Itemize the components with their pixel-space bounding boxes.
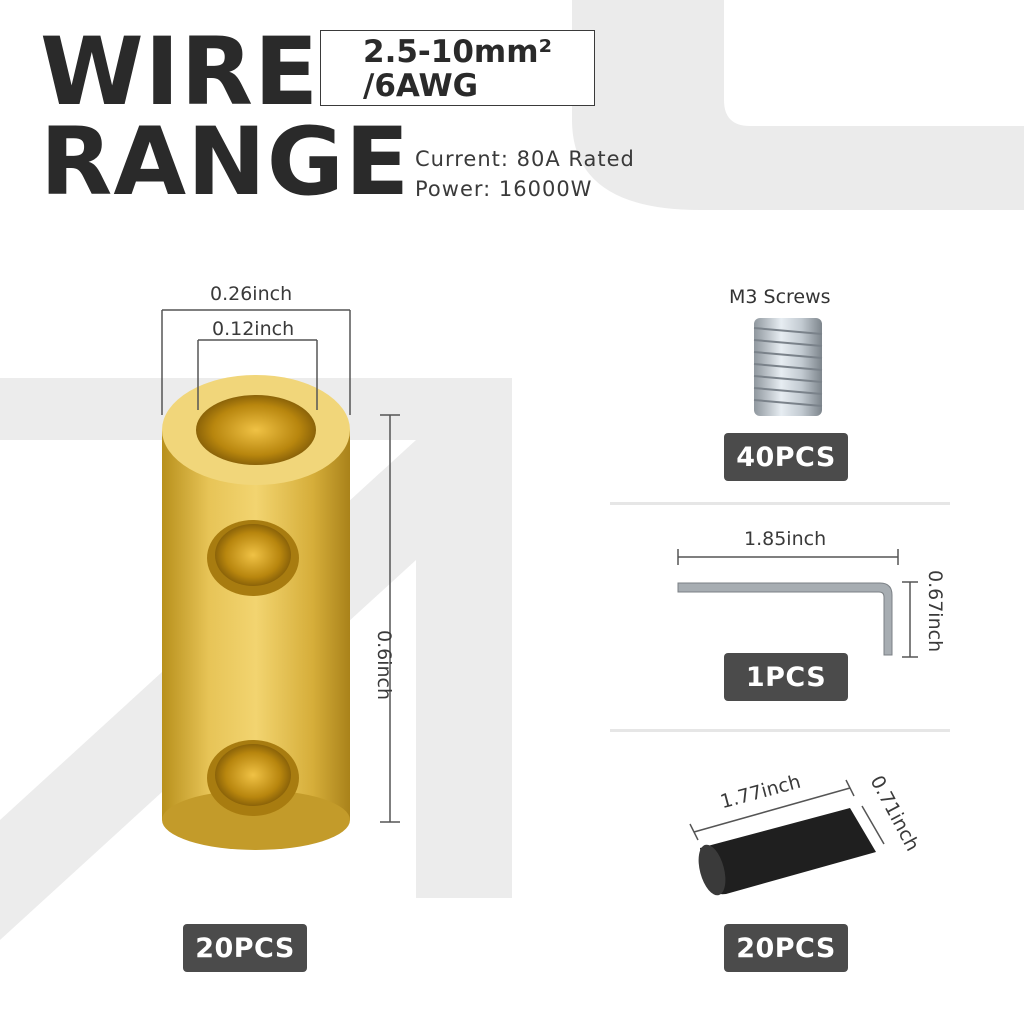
heat-shrink-quantity-badge: 20PCS (724, 924, 848, 972)
connector-length: 0.6inch (373, 630, 395, 701)
title-wire: WIRE (40, 18, 320, 127)
heat-shrink-tube-image (689, 779, 885, 896)
brass-connector-image (161, 309, 400, 850)
screws-quantity-badge: 40PCS (724, 433, 848, 481)
separator-2 (610, 729, 950, 732)
connector-outer-diameter: 0.26inch (210, 283, 293, 305)
separator-1 (610, 502, 950, 505)
hex-key-image (677, 549, 918, 658)
wire-spec-box: 2.5-10mm² /6AWG (320, 30, 595, 106)
wire-spec-mm: 2.5-10mm² (363, 34, 553, 70)
screw-image (753, 318, 823, 416)
hex-key-height: 0.67inch (924, 570, 946, 653)
hex-key-length: 1.85inch (744, 528, 827, 550)
power-rating: Power: 16000W (415, 177, 593, 201)
current-rating: Current: 80A Rated (415, 147, 635, 171)
connector-quantity-badge: 20PCS (183, 924, 307, 972)
screws-label: M3 Screws (729, 286, 831, 308)
connector-inner-diameter: 0.12inch (212, 318, 295, 340)
hex-key-quantity-badge: 1PCS (724, 653, 848, 701)
title-range: RANGE (40, 108, 411, 217)
wire-spec-awg: /6AWG (363, 68, 479, 104)
